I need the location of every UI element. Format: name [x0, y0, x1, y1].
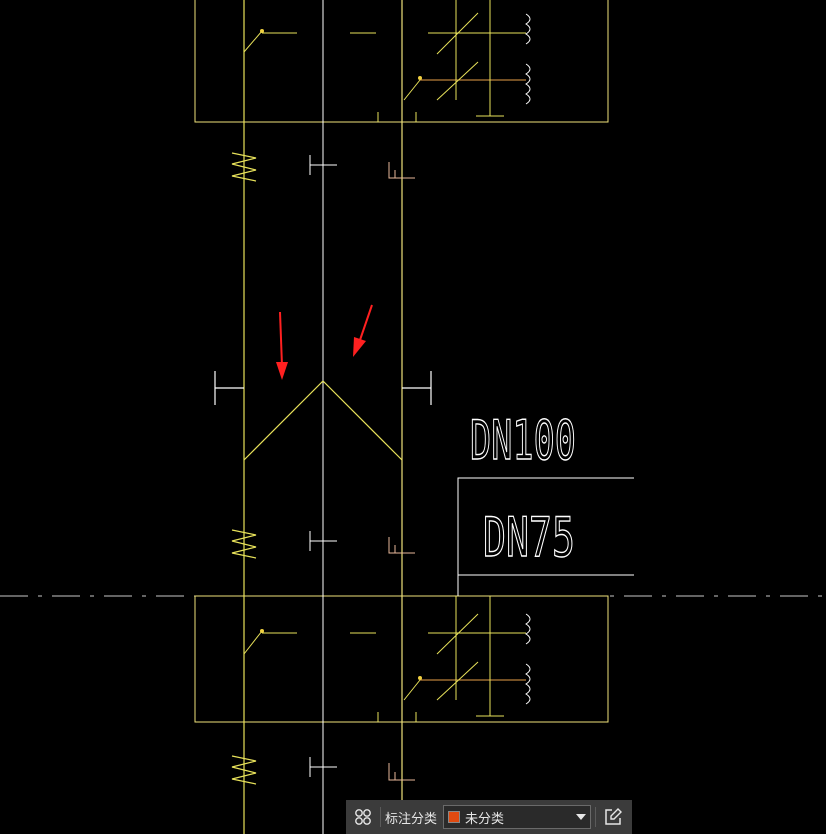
- category-color-swatch: [448, 811, 461, 823]
- tee-symbol-upper: [309, 155, 337, 175]
- converging-branches[interactable]: [243, 380, 403, 461]
- tee-symbol-lower: [309, 757, 337, 777]
- label-dn100: DN100: [470, 409, 576, 472]
- drain-trap-lower: [388, 763, 415, 781]
- annotation-toolbar: 标注分类 未分类: [346, 800, 632, 834]
- category-selected-value: 未分类: [465, 811, 505, 827]
- valve-bracket-left: [214, 371, 244, 405]
- tee-symbol-middle: [309, 531, 337, 551]
- annotation-arrow-left: [276, 311, 288, 380]
- toolbar-divider: [380, 807, 381, 827]
- lower-box-fixtures: [243, 596, 531, 722]
- drain-trap-middle: [388, 537, 415, 554]
- category-label: 标注分类: [385, 811, 438, 827]
- grid-icon: [355, 809, 371, 825]
- pipe-size-callout[interactable]: DN100 DN75: [457, 408, 634, 596]
- drain-trap-upper: [388, 162, 415, 179]
- label-dn75: DN75: [483, 506, 575, 569]
- annotation-arrow-right: [353, 304, 373, 357]
- grid-button[interactable]: [350, 804, 376, 830]
- upper-box-fixtures: [243, 0, 531, 122]
- flex-joint-upper: [231, 152, 257, 182]
- edit-button[interactable]: [600, 804, 626, 830]
- edit-export-icon: [605, 808, 623, 825]
- category-select[interactable]: 未分类: [443, 805, 592, 829]
- flex-joint-lower: [231, 755, 257, 785]
- valve-bracket-right: [402, 371, 432, 405]
- chevron-down-icon: [576, 814, 587, 820]
- toolbar-divider: [595, 807, 597, 827]
- flex-joint-middle: [231, 529, 257, 559]
